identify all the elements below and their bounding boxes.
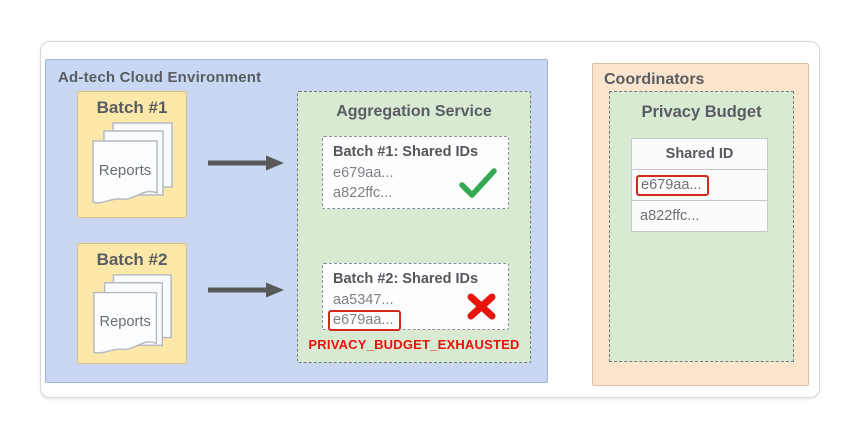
batch-2-box: Batch #2 Reports <box>77 243 187 364</box>
batch-2-shared-ids-box: Batch #2: Shared IDs aa5347... e679aa... <box>322 263 509 331</box>
batch-2-flow-arrow-icon <box>208 282 284 298</box>
reports-stack-icon: Reports <box>93 274 172 354</box>
flagged-shared-id: e679aa... <box>328 310 402 331</box>
batch-1-result-title: Batch #1: Shared IDs <box>333 144 479 160</box>
rejected-x-icon <box>467 293 496 320</box>
privacy-budget-box: Privacy Budget Shared ID e679aa... a822f <box>609 91 794 362</box>
privacy-budget-title: Privacy Budget <box>641 103 762 121</box>
batch-2-result-title: Batch #2: Shared IDs <box>333 271 479 287</box>
batch-1-shared-ids-box: Batch #1: Shared IDs e679aa... a822ffc..… <box>322 136 509 209</box>
reports-stack-icon: Reports <box>92 122 173 204</box>
table-header-row: Shared ID <box>631 138 768 170</box>
adtech-cloud-environment-panel: Ad-tech Cloud Environment Batch #1 Repor… <box>45 59 548 383</box>
batch-2-doc-label: Reports <box>99 314 150 330</box>
batch-1-flow-arrow-icon <box>208 155 284 171</box>
diagram-card: Ad-tech Cloud Environment Batch #1 Repor… <box>40 41 820 398</box>
table-row: e679aa... <box>631 169 768 201</box>
privacy-budget-exhausted-label: PRIVACY_BUDGET_EXHAUSTED <box>308 337 520 352</box>
batch-1-box: Batch #1 Reports <box>77 91 187 218</box>
aggregation-service-title: Aggregation Service <box>336 103 492 120</box>
adtech-panel-title: Ad-tech Cloud Environment <box>58 69 262 86</box>
shared-id-column-header: Shared ID <box>631 138 768 170</box>
coordinators-panel: Coordinators Privacy Budget Shared ID e6… <box>592 63 809 386</box>
batch-1-label: Batch #1 <box>96 98 168 117</box>
shared-id-value: aa5347... <box>333 292 394 308</box>
aggregation-service-box: Aggregation Service Batch #1: Shared IDs… <box>297 91 531 363</box>
table-row: a822ffc... <box>631 200 768 232</box>
success-checkmark-icon <box>459 168 497 198</box>
coordinators-title: Coordinators <box>604 71 705 88</box>
shared-id-value: e679aa... <box>333 165 394 181</box>
flagged-shared-id: e679aa... <box>636 174 710 196</box>
shared-id-value: a822ffc... <box>333 185 393 201</box>
shared-id-value: a822ffc... <box>631 200 768 232</box>
batch-1-doc-label: Reports <box>99 162 152 179</box>
batch-2-label: Batch #2 <box>96 250 168 269</box>
shared-id-table: Shared ID e679aa... a822ffc... <box>631 138 768 232</box>
